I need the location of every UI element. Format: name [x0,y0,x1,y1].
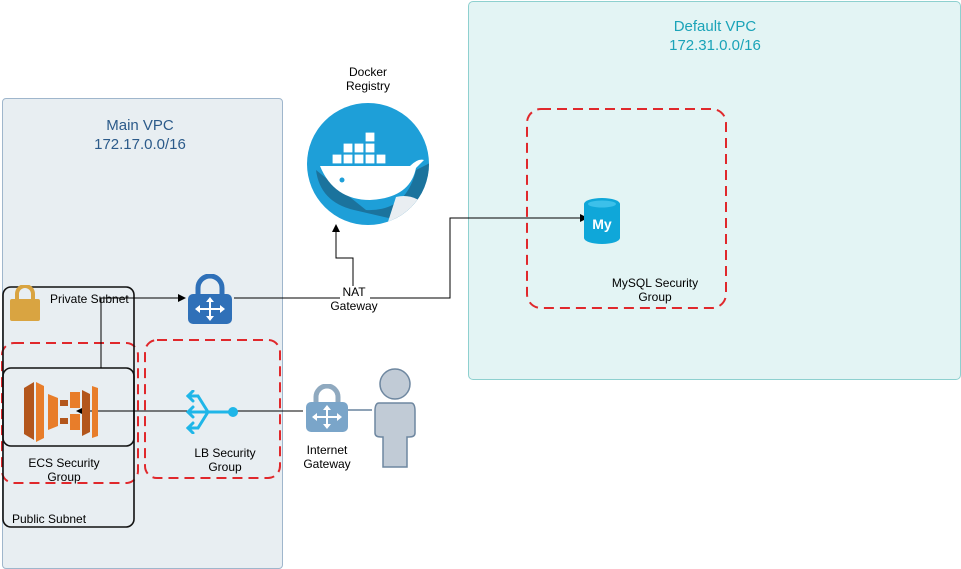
connector-nat-to-mysql [370,217,582,299]
ecs-security-group-box [1,342,139,484]
connector-nat-to-docker [335,230,354,286]
default-vpc-title: Default VPC 172.31.0.0/16 [645,17,785,55]
load-balancer-icon [185,390,238,434]
mysql-security-group-label: MySQL Security Group [611,276,699,304]
ecs-cluster-icon [24,382,98,442]
private-subnet-lock-icon [10,285,40,321]
mysql-database-icon: My [584,198,620,244]
nat-gateway-label: NAT Gateway [330,285,378,313]
private-subnet-label: Private Subnet [50,292,129,306]
internet-gateway-lock-icon [306,384,348,432]
user-person-icon [374,368,416,468]
main-vpc-container [2,98,283,569]
main-vpc-title: Main VPC 172.17.0.0/16 [70,116,210,154]
main-vpc-name: Main VPC [106,117,174,134]
default-vpc-name: Default VPC [673,18,757,35]
internet-gateway-label: Internet Gateway [303,443,351,471]
default-vpc-cidr: 172.31.0.0/16 [669,37,761,54]
docker-icon [307,103,429,225]
lb-security-group-box [144,339,281,479]
lb-security-group-label: LB Security Group [194,446,256,474]
mysql-icon-text: My [592,216,612,232]
main-vpc-cidr: 172.17.0.0/16 [94,136,186,153]
connector-private-to-nat [100,297,180,368]
default-vpc-container [468,1,961,380]
private-subnet-box [2,367,135,447]
mysql-security-group-box [526,108,727,309]
public-subnet-label: Public Subnet [12,512,87,526]
nat-gateway-lock-icon [188,274,232,324]
ecs-security-group-label: ECS Security Group [28,456,100,484]
docker-registry-label: Docker Registry [345,65,390,93]
